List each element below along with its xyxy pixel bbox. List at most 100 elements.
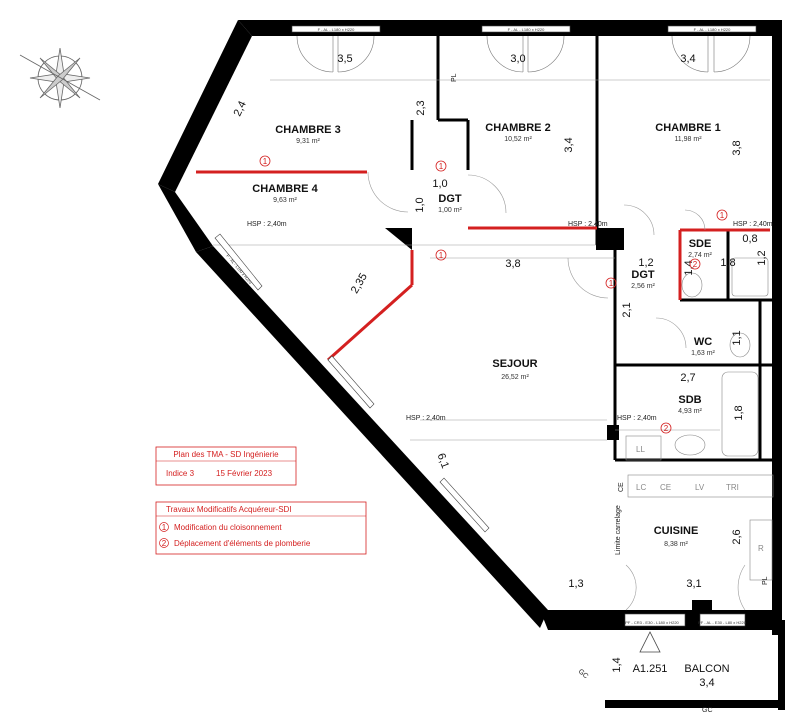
windows <box>291 25 757 627</box>
dimension: 3,4 <box>563 137 575 152</box>
room-chambre4-name: CHAMBRE 4 <box>252 183 318 195</box>
room-sejour-area: 26,52 m² <box>501 374 529 381</box>
marker-number: 1 <box>263 157 268 166</box>
room-chambre3-name: CHAMBRE 3 <box>275 124 340 136</box>
dimension: 1,2 <box>756 250 768 265</box>
dimension: 1,4 <box>611 657 623 672</box>
window-label: F - AL - L180 x H220 <box>508 27 546 32</box>
fixture-label: LL <box>636 445 645 454</box>
legend: Travaux Modificatifs Acquéreur-SDI 1 Mod… <box>155 501 367 555</box>
room-chambre3-area: 9,31 m² <box>296 138 320 145</box>
room-dgt1-area: 1,00 m² <box>438 207 462 214</box>
dimension: 1,2 <box>638 257 653 269</box>
dimension: 1,0 <box>414 197 426 212</box>
dimension: 3,4 <box>680 53 695 65</box>
light-partitions <box>213 79 770 611</box>
fixture-label: CE <box>660 483 671 492</box>
interior-walls <box>410 36 772 462</box>
reference-arrow-icon <box>639 631 661 653</box>
legend-item-number: 1 <box>162 523 167 532</box>
dimension: 2,6 <box>731 529 743 544</box>
window-swings <box>296 35 751 73</box>
dimension: 1,8 <box>733 405 745 420</box>
fixture-label: LC <box>636 483 646 492</box>
compass-rose-icon <box>19 47 101 109</box>
dimension: 3,0 <box>510 53 525 65</box>
hsp-label: HSP : 2,40m <box>617 415 657 422</box>
hsp-label: HSP : 2,40m <box>406 415 446 422</box>
dimension: 3,8 <box>731 140 743 155</box>
dimension: 0,8 <box>742 233 757 245</box>
sanitary-fixtures <box>625 257 774 581</box>
fixture-label: LV <box>695 483 705 492</box>
dimension: 3,1 <box>686 578 701 590</box>
modified-partitions <box>196 170 770 362</box>
dimension: 1,1 <box>731 330 743 345</box>
window-label: PF - AL - E30 - L80 x H220 <box>698 620 747 625</box>
legend-title: Travaux Modificatifs Acquéreur-SDI <box>166 505 292 514</box>
dimension: 2,35 <box>349 271 370 296</box>
legend-item-text: Déplacement d'éléments de plomberie <box>174 539 311 548</box>
modification-markers <box>259 155 728 434</box>
dimension: 6,1 <box>435 452 452 470</box>
dimension: 3,8 <box>505 258 520 270</box>
dimension: 2,7 <box>680 372 695 384</box>
fixture-label: GC <box>577 668 590 680</box>
room-sdb-area: 4,93 m² <box>678 408 702 415</box>
dimension: 2,4 <box>232 99 249 118</box>
dimension: 2,1 <box>621 302 633 317</box>
hsp-label: HSP : 2,40m <box>733 221 773 228</box>
dimension: 3,4 <box>699 677 714 689</box>
title-block-date: 15 Février 2023 <box>216 469 273 478</box>
window-label: F - AL - L180 x H220 <box>694 27 732 32</box>
legend-item-text: Modification du cloisonnement <box>174 523 282 532</box>
room-chambre4-area: 9,63 m² <box>273 197 297 204</box>
wall-pier <box>385 228 412 250</box>
wall-pier <box>596 228 624 250</box>
marker-number: 1 <box>439 251 444 260</box>
dimension: 1,3 <box>568 578 583 590</box>
room-wc-area: 1,63 m² <box>691 350 715 357</box>
room-cuisine-area: 8,38 m² <box>664 541 688 548</box>
reference-label: A1.251 <box>633 663 668 675</box>
title-block-line1: Plan des TMA - SD Ingénierie <box>173 450 279 459</box>
wall-pier <box>607 425 619 440</box>
room-sde-name: SDE <box>689 238 712 250</box>
room-dgt2-name: DGT <box>631 269 655 281</box>
title-block: Plan des TMA - SD Ingénierie Indice 3 15… <box>155 446 297 486</box>
room-balcon-name: BALCON <box>684 663 729 675</box>
marker-number: 2 <box>664 424 669 433</box>
room-dgt1-name: DGT <box>438 193 462 205</box>
room-sdb-name: SDB <box>678 394 701 406</box>
room-cuisine-name: CUISINE <box>654 525 699 537</box>
hsp-label: HSP : 2,40m <box>568 221 608 228</box>
fixture-label: GC <box>702 707 713 714</box>
marker-number: 2 <box>693 260 698 269</box>
tile-limit-label: Limite carrelage <box>615 505 622 555</box>
hsp-label: HSP : 2,40m <box>247 221 287 228</box>
dimension: 1,0 <box>432 178 447 190</box>
dimension: 1,8 <box>720 257 735 269</box>
fixture-label: TRI <box>726 483 739 492</box>
fixture-label: PL <box>451 73 458 82</box>
marker-number: 1 <box>439 162 444 171</box>
window-label: PF - CR3 - E30 - L180 x H220 <box>625 620 679 625</box>
fixture-label: CE <box>618 482 625 492</box>
room-chambre2-name: CHAMBRE 2 <box>485 122 550 134</box>
title-block-indice: Indice 3 <box>166 469 195 478</box>
dimension: 1,4 <box>683 260 695 275</box>
diagonal-windows <box>214 233 490 533</box>
marker-number: 1 <box>720 211 725 220</box>
dimension: 3,5 <box>337 53 352 65</box>
legend-item-number: 2 <box>162 539 167 548</box>
room-chambre1-name: CHAMBRE 1 <box>655 122 720 134</box>
dimension: 2,3 <box>415 100 427 115</box>
marker-number: 1 <box>609 279 614 288</box>
room-dgt2-area: 2,56 m² <box>631 283 655 290</box>
room-sejour-name: SEJOUR <box>492 358 537 370</box>
room-wc-name: WC <box>694 336 712 348</box>
window-label: F - AL - L180 x H220 <box>318 27 356 32</box>
fixture-label: PL <box>762 576 769 585</box>
room-chambre1-area: 11,98 m² <box>674 136 702 143</box>
